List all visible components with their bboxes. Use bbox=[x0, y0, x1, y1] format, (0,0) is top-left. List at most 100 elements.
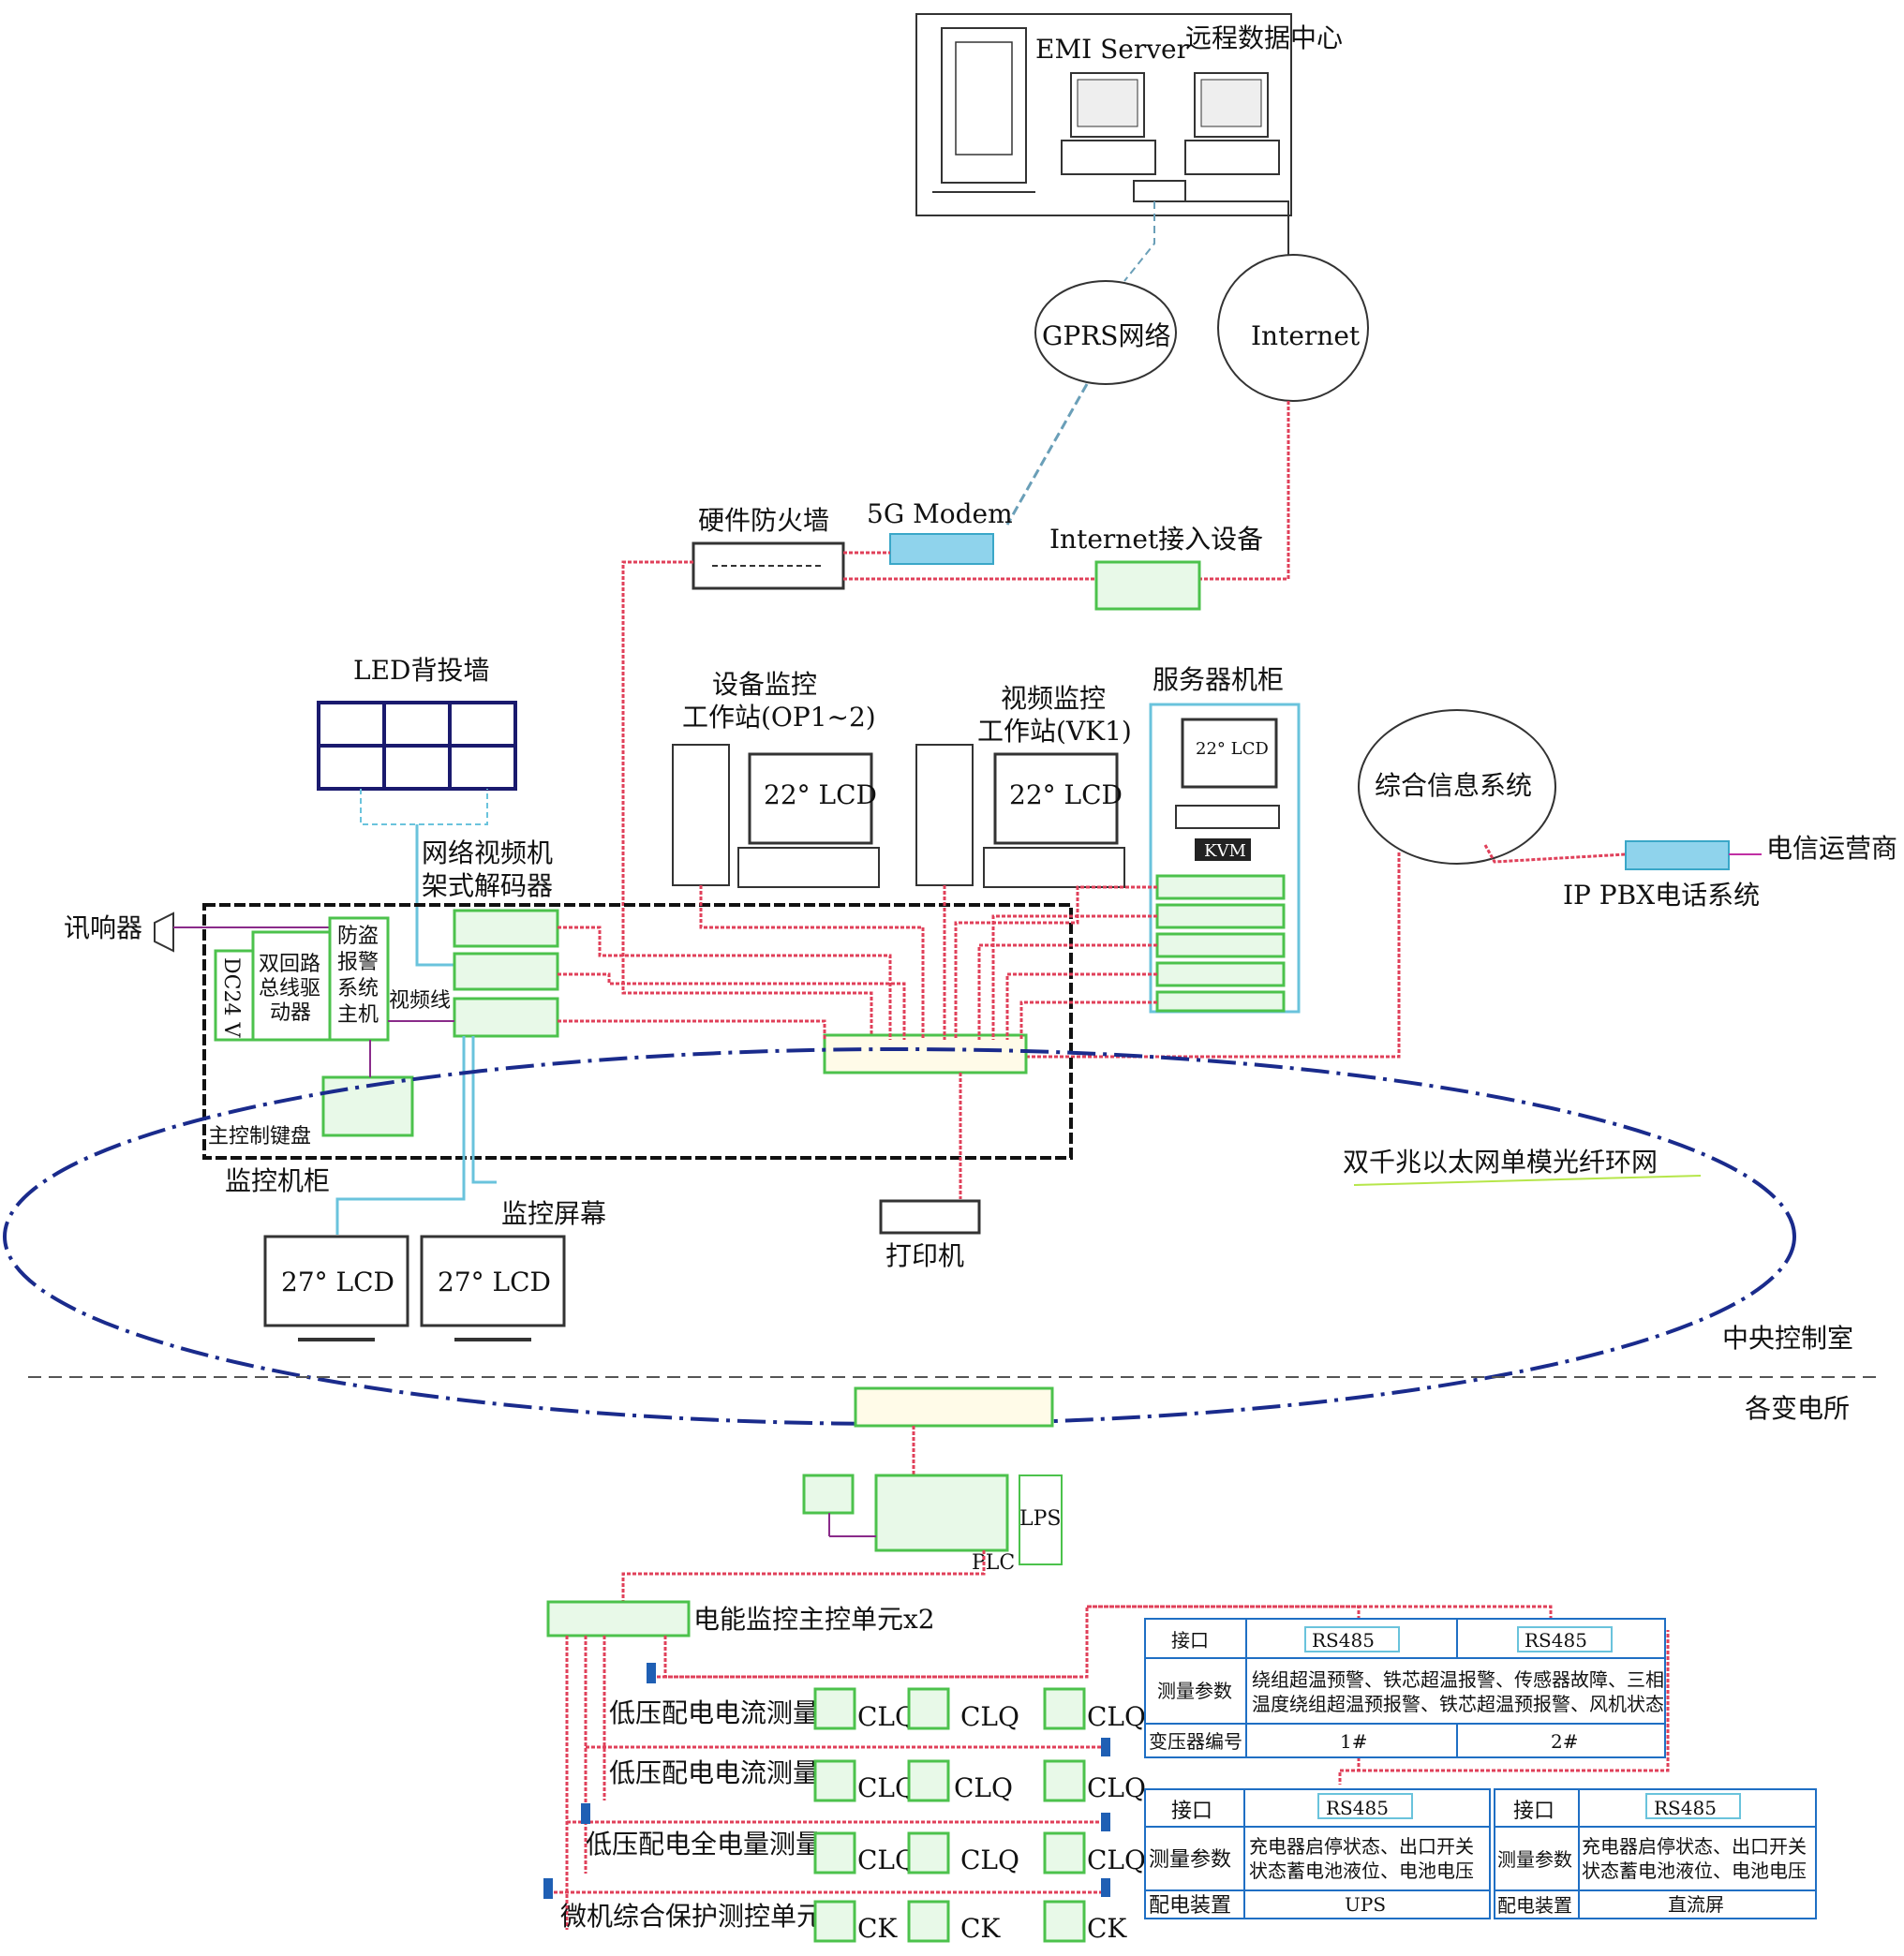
ups-rs485: RS485 bbox=[1326, 1797, 1389, 1819]
row1-label: 低压配电电流测量 bbox=[609, 1697, 819, 1728]
internet-access-device: Internet接入设备 bbox=[1049, 524, 1263, 611]
row2-dev2: CLQ bbox=[954, 1772, 1013, 1803]
ip-pbx-device bbox=[1625, 840, 1730, 870]
monitor-screen-1: 27° LCD bbox=[263, 1235, 409, 1341]
tr-rs485-2: RS485 bbox=[1525, 1629, 1587, 1652]
dc24-label: DC24 V bbox=[219, 957, 243, 1038]
ip-pbx-label: IP PBX电话系统 bbox=[1563, 880, 1760, 911]
telecom-label: 电信运营商 bbox=[1766, 833, 1897, 864]
internet-label: Internet bbox=[1251, 320, 1361, 351]
led-to-decoder-link bbox=[415, 824, 459, 967]
siren-label: 讯响器 bbox=[64, 912, 142, 943]
ups-device-label: 配电装置 bbox=[1149, 1894, 1231, 1918]
alarm-host-box bbox=[328, 916, 390, 1042]
lps-label: LPS bbox=[1019, 1507, 1061, 1531]
op-workstation: 22° LCD 设备监控 工作站(OP1~2) bbox=[672, 669, 880, 888]
row1-dev2: CLQ bbox=[960, 1701, 1019, 1732]
monitor-cabinet: 监控机柜 bbox=[202, 903, 1073, 1196]
vk-lcd-label: 22° LCD bbox=[1009, 779, 1123, 810]
decoder-to-screens-link-2 bbox=[471, 1036, 497, 1184]
row4-dev3: CK bbox=[1087, 1913, 1127, 1944]
siren-icon: 讯响器 bbox=[64, 911, 174, 953]
tr-interface-label: 接口 bbox=[1171, 1629, 1209, 1652]
substations-label: 各变电所 bbox=[1745, 1393, 1850, 1424]
dc-params-1: 充电器启停状态、出口开关 bbox=[1582, 1835, 1807, 1858]
plc-device bbox=[874, 1474, 1009, 1552]
switch-icon bbox=[1133, 180, 1186, 202]
video-decoder-rack bbox=[453, 909, 559, 1038]
ups-params-2: 状态蓄电池液位、电池电压 bbox=[1249, 1860, 1474, 1882]
dc-device-label: 配电装置 bbox=[1497, 1894, 1572, 1917]
dc-rs485: RS485 bbox=[1654, 1797, 1717, 1819]
row4-label: 微机综合保护测控单元 bbox=[560, 1901, 823, 1932]
bus-driver-label-2: 总线驱 bbox=[259, 977, 320, 1000]
tr-id-label: 变压器编号 bbox=[1149, 1730, 1242, 1753]
info-to-pbx-link bbox=[1483, 844, 1627, 864]
row1-dev3: CLQ bbox=[1087, 1701, 1146, 1732]
remote-center-label: 远程数据中心 bbox=[1185, 22, 1343, 53]
lps-device bbox=[1019, 1474, 1063, 1565]
core-switch bbox=[823, 1033, 1028, 1074]
row4-dev1: CK bbox=[857, 1913, 898, 1944]
decoder-to-screens-link bbox=[335, 1036, 466, 1235]
internet-access-label: Internet接入设备 bbox=[1049, 524, 1263, 555]
server-cabinet: 22° LCD KVM 服务器机柜 bbox=[1149, 664, 1301, 1014]
monitor-screen-label: 监控屏幕 bbox=[501, 1198, 606, 1229]
video-line-label: 视频线 bbox=[389, 989, 451, 1013]
gprs-cloud-icon: GPRS网络 bbox=[1034, 280, 1177, 385]
master-unit-label: 电能监控主控单元x2 bbox=[693, 1604, 935, 1635]
tr-rs485-1: RS485 bbox=[1312, 1629, 1375, 1652]
tr-params-1: 绕组超温预警、铁芯超温报警、传感器故障、三相 bbox=[1252, 1668, 1664, 1691]
plc-label: PLC bbox=[972, 1551, 1015, 1575]
firewall-label: 硬件防火墙 bbox=[698, 505, 829, 536]
ring-label-pointer bbox=[1353, 1175, 1702, 1186]
bus-driver-label-1: 双回路 bbox=[259, 953, 320, 976]
gprs-uplink bbox=[1123, 201, 1155, 282]
alarm-label-3: 系统 bbox=[337, 977, 379, 1000]
gprs-to-modem-link bbox=[1005, 383, 1089, 526]
central-room-label: 中央控制室 bbox=[1722, 1323, 1853, 1354]
tr-id-2: 2# bbox=[1551, 1730, 1578, 1753]
row-1: 低压配电电流测量 CLQ CLQ CLQ bbox=[609, 1663, 1146, 1732]
internet-to-access-link bbox=[1199, 401, 1290, 581]
row-4: 微机综合保护测控单元 CK CK CK bbox=[543, 1878, 1127, 1944]
substation-bus bbox=[565, 1605, 1670, 1930]
dc-params-2: 状态蓄电池液位、电池电压 bbox=[1582, 1860, 1807, 1882]
ups-params-label: 测量参数 bbox=[1149, 1848, 1231, 1872]
ups-device: UPS bbox=[1345, 1893, 1386, 1916]
monitor-screen-2: 27° LCD bbox=[420, 1235, 566, 1341]
remote-data-center: EMI Server 远程数据中心 bbox=[915, 13, 1343, 216]
ring-network-label: 双千兆以太网单模光纤环网 bbox=[1343, 1147, 1658, 1178]
row3-dev2: CLQ bbox=[960, 1845, 1019, 1875]
info-system-label: 综合信息系统 bbox=[1375, 770, 1532, 801]
op-station-label-1: 设备监控 bbox=[712, 669, 817, 700]
master-control-unit bbox=[546, 1600, 691, 1637]
row1-dev1: CLQ bbox=[857, 1701, 916, 1732]
op-station-label-2: 工作站(OP1~2) bbox=[682, 702, 876, 733]
decoder-label-1: 网络视频机 bbox=[422, 837, 553, 868]
ups-table: 接口 RS485 测量参数 充电器启停状态、出口开关 状态蓄电池液位、电池电压 … bbox=[1144, 1788, 1491, 1919]
internet-uplink bbox=[1185, 200, 1289, 267]
row2-label: 低压配电电流测量 bbox=[609, 1757, 819, 1788]
computer-icon-remote bbox=[1184, 72, 1280, 175]
modem-device: 5G Modem bbox=[867, 498, 1013, 565]
emi-server-label: EMI Server bbox=[1035, 34, 1190, 65]
monitor-cabinet-label: 监控机柜 bbox=[225, 1165, 330, 1196]
printer-device: 打印机 bbox=[879, 1199, 981, 1271]
row3-label: 低压配电全电量测量 bbox=[586, 1829, 822, 1860]
keyboard-label: 主控制键盘 bbox=[208, 1125, 311, 1148]
row3-dev3: CLQ bbox=[1087, 1845, 1146, 1875]
substation-switch bbox=[854, 1386, 1054, 1428]
printer-label: 打印机 bbox=[885, 1240, 964, 1271]
gprs-label: GPRS网络 bbox=[1042, 320, 1170, 351]
op-lcd-label: 22° LCD bbox=[764, 779, 877, 810]
led-wall: LED背投墙 bbox=[317, 655, 517, 791]
modem-label: 5G Modem bbox=[867, 498, 1013, 529]
plc-hmi-device bbox=[802, 1474, 855, 1515]
lan-links bbox=[558, 885, 1157, 1199]
bus-driver-box bbox=[251, 930, 332, 1042]
vk-station-label-2: 工作站(VK1) bbox=[977, 716, 1132, 747]
dc24-box bbox=[214, 949, 255, 1042]
plc-to-master-link bbox=[621, 1550, 986, 1602]
